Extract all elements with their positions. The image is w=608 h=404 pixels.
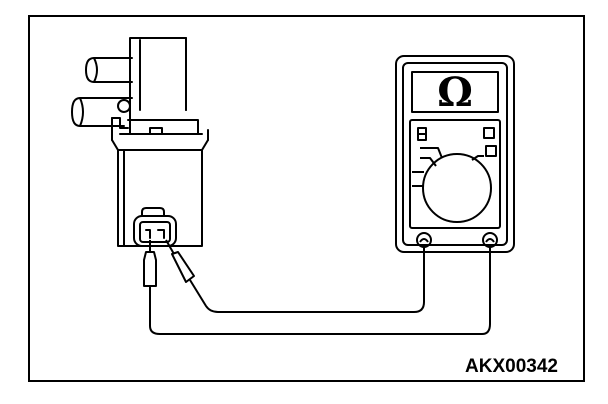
- meter-unit-symbol: Ω: [437, 69, 473, 116]
- diagram-frame: [28, 15, 585, 382]
- meter-display: [411, 71, 499, 113]
- test-probe-left-icon: [143, 240, 157, 287]
- selector-knob: [422, 153, 492, 223]
- lead-wire-positive: [189, 244, 425, 313]
- solenoid-valve-icon: [71, 37, 209, 247]
- figure-code: AKX00342: [465, 356, 558, 377]
- input-jack-left: [416, 232, 432, 248]
- input-jack-right: [482, 232, 498, 248]
- test-leads: [149, 244, 491, 335]
- test-probe-right-icon: [165, 239, 195, 283]
- lead-wire-negative: [149, 244, 491, 335]
- ohmmeter-icon: [395, 55, 515, 253]
